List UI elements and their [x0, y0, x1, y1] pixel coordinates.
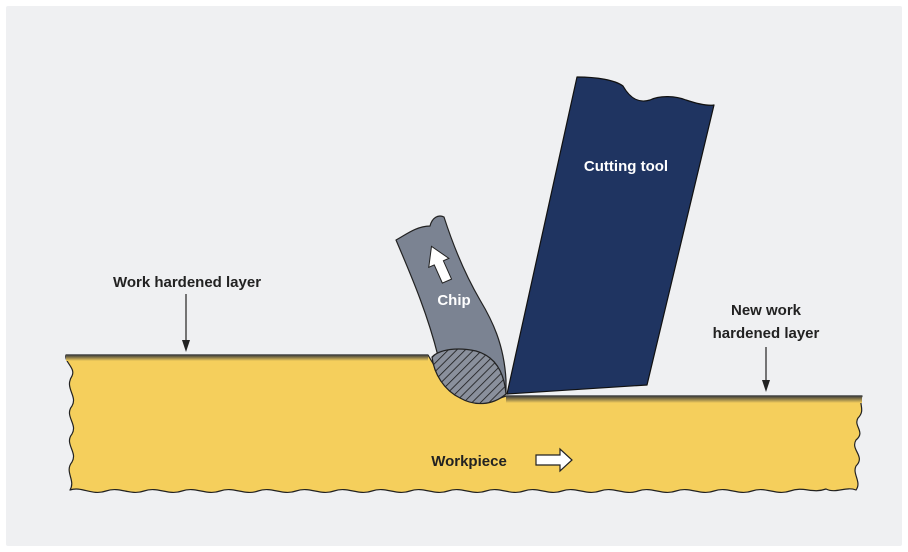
arrow-up-icon: [428, 245, 453, 284]
arrow-right-icon: [535, 447, 573, 473]
label-workpiece: Workpiece: [431, 453, 507, 470]
pointer-work-hardened-layer: [182, 294, 190, 352]
label-new-work-line2: hardened layer: [713, 325, 820, 342]
shear-zone: [431, 348, 507, 405]
label-work-hardened-layer: Work hardened layer: [113, 274, 261, 291]
pointer-new-work-hardened-layer: [762, 347, 770, 392]
label-cutting-tool: Cutting tool: [584, 158, 668, 175]
chip-direction-arrow: [428, 245, 453, 284]
arrow-down-icon: [182, 340, 190, 352]
new-work-hardened-layer-band: [506, 396, 862, 403]
label-new-work-line1: New work: [731, 302, 802, 319]
workpiece-body: [65, 354, 863, 494]
arrow-down-icon: [762, 380, 770, 392]
work-hardened-layer-band: [66, 355, 428, 361]
cutting-tool-shape: [506, 76, 715, 395]
label-chip: Chip: [437, 292, 470, 309]
